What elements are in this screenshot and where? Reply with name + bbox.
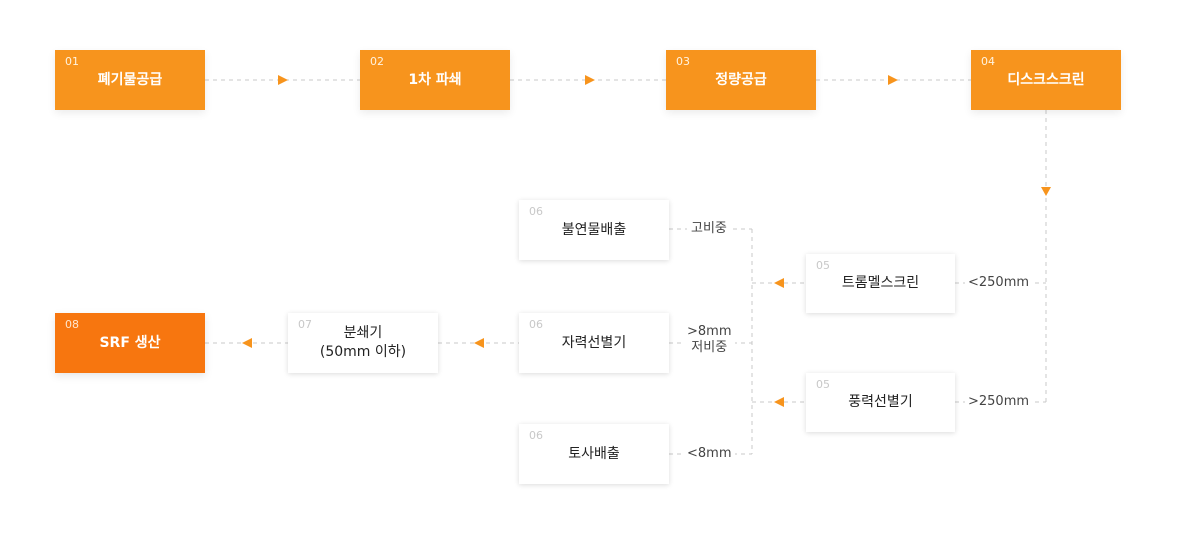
step-07-crusher: 07 분쇄기 (50mm 이하) xyxy=(288,313,438,373)
step-number: 03 xyxy=(676,55,690,68)
step-label: 자력선별기 xyxy=(561,334,627,351)
step-label: 폐기물공급 xyxy=(97,71,163,88)
step-label: 트롬멜스크린 xyxy=(841,275,920,292)
step-label: 디스크스크린 xyxy=(1007,71,1085,88)
step-02-primary-shredding: 02 1차 파쇄 xyxy=(360,50,510,110)
step-03-metered-supply: 03 정량공급 xyxy=(666,50,816,110)
arrow-left-icon xyxy=(774,397,784,407)
step-label: SRF 생산 xyxy=(99,334,161,351)
arrow-left-icon xyxy=(774,278,784,288)
step-label: 불연물배출 xyxy=(561,221,627,238)
arrow-left-icon xyxy=(474,338,484,348)
step-number: 04 xyxy=(981,55,995,68)
step-01-waste-supply: 01 폐기물공급 xyxy=(55,50,205,110)
step-label: 분쇄기 (50mm 이하) xyxy=(319,325,407,360)
step-label: 토사배출 xyxy=(568,445,620,462)
step-04-disc-screen: 04 디스크스크린 xyxy=(971,50,1121,110)
step-number: 01 xyxy=(65,55,79,68)
step-number: 06 xyxy=(529,429,543,442)
condition-high-density: 고비중 xyxy=(687,221,731,237)
step-08-srf-production: 08 SRF 생산 xyxy=(55,313,205,373)
step-number: 08 xyxy=(65,318,79,331)
arrow-right-icon xyxy=(278,75,288,85)
step-label: 정량공급 xyxy=(715,71,767,88)
arrow-right-icon xyxy=(888,75,898,85)
step-number: 05 xyxy=(816,378,830,391)
arrow-down-icon xyxy=(1041,187,1051,196)
step-number: 02 xyxy=(370,55,384,68)
step-number: 06 xyxy=(529,318,543,331)
step-06-magnetic-separator: 06 자력선별기 xyxy=(519,313,669,373)
step-label: 1차 파쇄 xyxy=(408,71,462,88)
condition-under-250mm: <250mm xyxy=(965,275,1033,291)
step-number: 07 xyxy=(298,318,312,331)
condition-over-250mm: >250mm xyxy=(965,394,1033,410)
step-label: 풍력선별기 xyxy=(848,394,913,411)
step-06-incombustible-discharge: 06 불연물배출 xyxy=(519,200,669,260)
arrow-right-icon xyxy=(585,75,595,85)
step-number: 06 xyxy=(529,205,543,218)
arrow-left-icon xyxy=(242,338,252,348)
condition-under-8mm: <8mm xyxy=(684,446,735,462)
condition-over-8mm-low-density: >8mm 저비중 xyxy=(684,324,735,356)
step-05-trommel-screen: 05 트롬멜스크린 xyxy=(806,254,955,313)
step-06-soil-discharge: 06 토사배출 xyxy=(519,424,669,484)
step-number: 05 xyxy=(816,259,830,272)
step-05-air-separator: 05 풍력선별기 xyxy=(806,373,955,432)
